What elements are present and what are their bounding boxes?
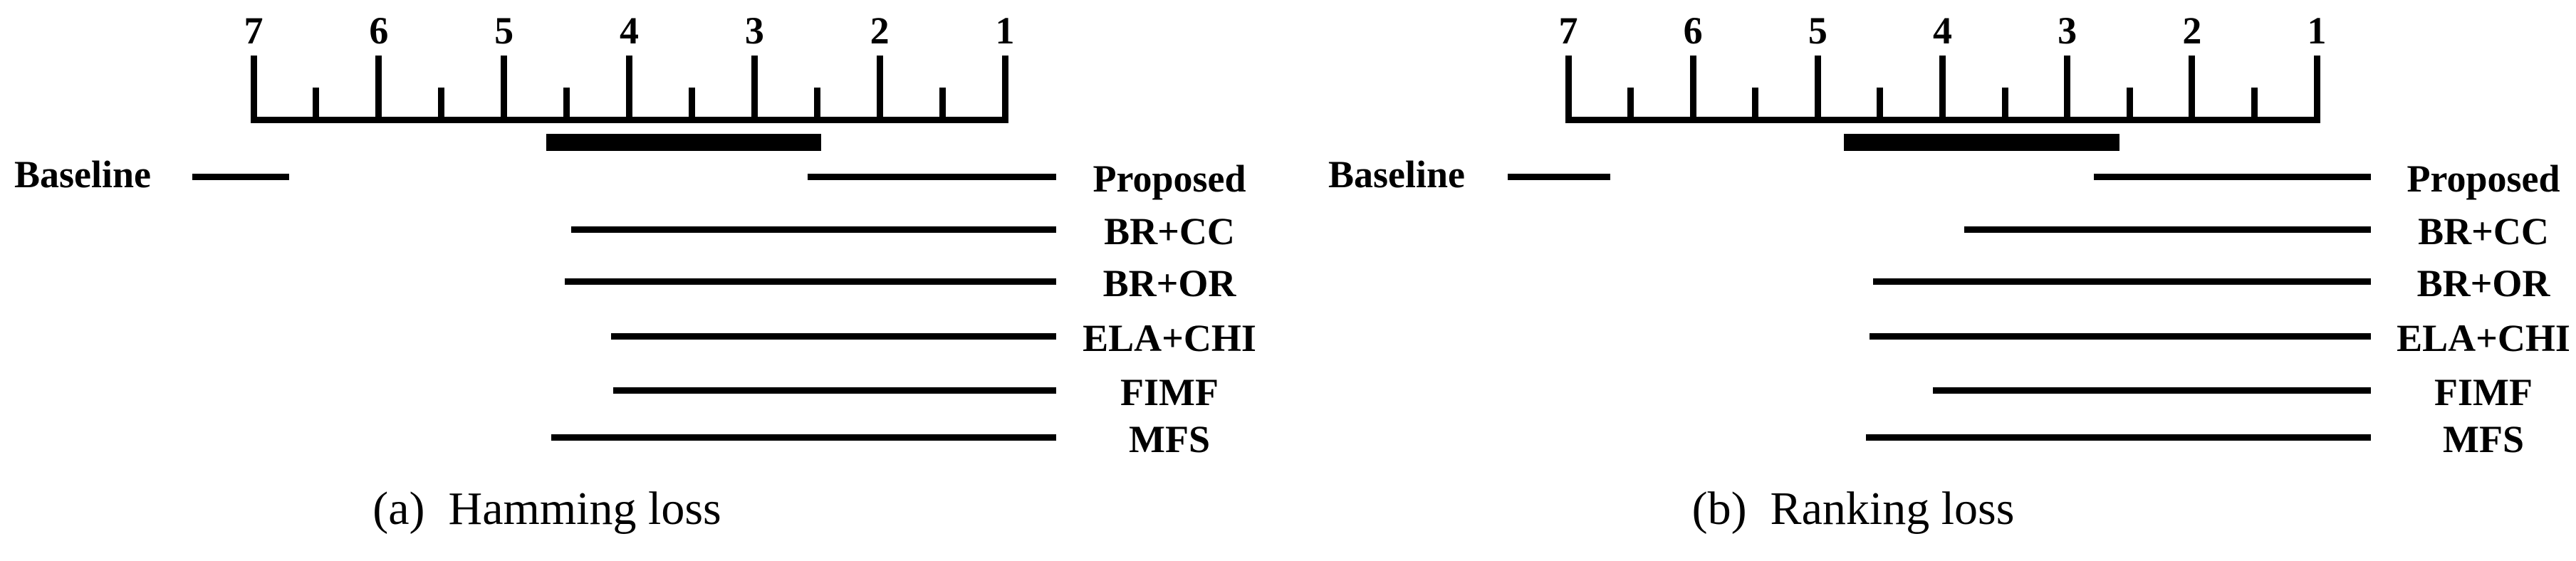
rank-axis-tick-label: 2 <box>2182 9 2202 52</box>
critical-difference-bar <box>546 134 821 151</box>
method-label-br+cc: BR+CC <box>1104 210 1235 253</box>
rank-axis-major-tick <box>2313 56 2320 123</box>
rank-axis-major-tick <box>1939 56 1946 123</box>
rank-axis-tick-label: 7 <box>1558 9 1578 52</box>
method-line-horizontal-baseline <box>1508 173 1610 180</box>
critical-difference-bar <box>1844 134 2120 151</box>
rank-axis-tick-label: 6 <box>369 9 389 52</box>
rank-axis-minor-tick <box>313 88 320 123</box>
method-label-ela+chi: ELA+CHI <box>1083 317 1256 360</box>
rank-axis-tick-label: 3 <box>2058 9 2077 52</box>
method-label-mfs: MFS <box>1129 418 1210 461</box>
rank-axis-major-tick <box>375 56 382 123</box>
method-label-fimf: FIMF <box>2434 371 2533 414</box>
method-line-horizontal-mfs <box>1865 434 2371 441</box>
method-label-mfs: MFS <box>2443 418 2524 461</box>
rank-axis-tick-label: 6 <box>1683 9 1703 52</box>
method-label-baseline: Baseline <box>1328 153 1465 196</box>
rank-axis-minor-tick <box>813 88 820 123</box>
method-line-horizontal-fimf <box>1933 387 2371 394</box>
rank-axis-minor-tick <box>1627 88 1634 123</box>
method-label-br+or: BR+OR <box>1102 262 1236 305</box>
method-label-fimf: FIMF <box>1120 371 1219 414</box>
method-line-horizontal-br+or <box>564 278 1056 285</box>
rank-axis-tick-label: 2 <box>870 9 890 52</box>
method-line-horizontal-br+or <box>1873 278 2371 285</box>
method-label-br+or: BR+OR <box>2416 262 2550 305</box>
caption-ranking-loss: (b) Ranking loss <box>1691 483 2015 535</box>
rank-axis-major-tick <box>1689 56 1696 123</box>
rank-axis-tick-label: 3 <box>744 9 764 52</box>
method-label-baseline: Baseline <box>14 153 151 196</box>
rank-axis-tick-label: 7 <box>244 9 264 52</box>
rank-axis-tick-label: 1 <box>2307 9 2327 52</box>
rank-axis-tick-label: 4 <box>1933 9 1952 52</box>
rank-axis-minor-tick <box>2251 88 2258 123</box>
method-line-horizontal-ela+chi <box>610 332 1056 340</box>
rank-axis-major-tick <box>1814 56 1821 123</box>
rank-axis-minor-tick <box>688 88 695 123</box>
method-line-horizontal-baseline <box>192 173 290 180</box>
rank-axis-tick-label: 4 <box>620 9 639 52</box>
rank-axis-tick-label: 1 <box>995 9 1015 52</box>
rank-axis-major-tick <box>2064 56 2071 123</box>
rank-axis-minor-tick <box>438 88 445 123</box>
caption-hamming-loss: (a) Hamming loss <box>372 483 721 535</box>
rank-axis-major-tick <box>626 56 632 123</box>
rank-axis-major-tick <box>501 56 508 123</box>
rank-axis-minor-tick <box>563 88 570 123</box>
rank-axis-major-tick <box>1565 56 1572 123</box>
method-label-br+cc: BR+CC <box>2418 210 2549 253</box>
rank-axis-major-tick <box>1001 56 1008 123</box>
rank-axis-tick-label: 5 <box>1808 9 1827 52</box>
rank-axis-minor-tick <box>1752 88 1759 123</box>
rank-axis-tick-label: 5 <box>494 9 514 52</box>
rank-axis-major-tick <box>2189 56 2196 123</box>
method-label-proposed: Proposed <box>2406 157 2560 200</box>
method-line-horizontal-proposed <box>2094 173 2371 180</box>
rank-axis-minor-tick <box>1877 88 1884 123</box>
rank-axis-major-tick <box>876 56 883 123</box>
rank-axis-minor-tick <box>2126 88 2133 123</box>
method-line-horizontal-fimf <box>613 387 1056 394</box>
method-line-horizontal-br+cc <box>1964 226 2371 233</box>
rank-axis-minor-tick <box>2001 88 2008 123</box>
method-label-ela+chi: ELA+CHI <box>2397 317 2570 360</box>
method-label-proposed: Proposed <box>1093 157 1246 200</box>
method-line-horizontal-mfs <box>551 434 1056 441</box>
rank-axis-major-tick <box>250 56 257 123</box>
method-line-horizontal-ela+chi <box>1869 332 2371 340</box>
method-line-horizontal-br+cc <box>570 226 1056 233</box>
rank-axis-major-tick <box>751 56 758 123</box>
method-line-horizontal-proposed <box>807 173 1056 180</box>
rank-axis-minor-tick <box>939 88 946 123</box>
